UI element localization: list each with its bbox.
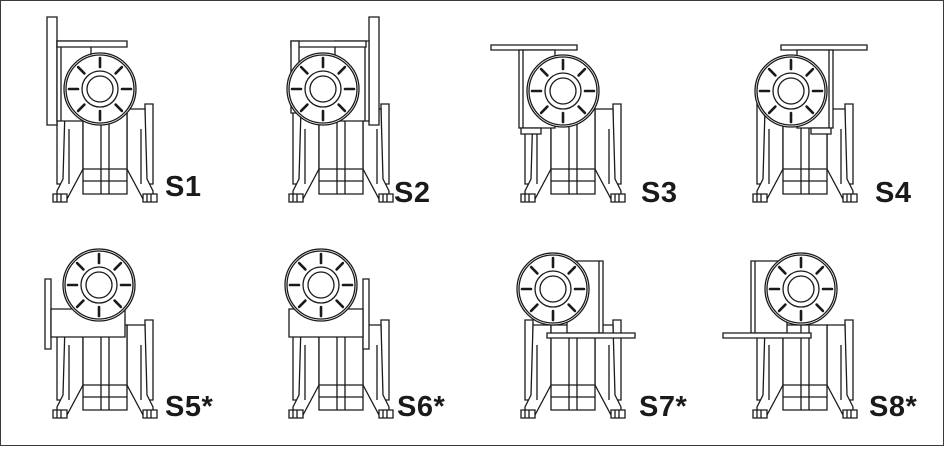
mounting-position-s4: S4 [715, 9, 944, 232]
gearbox-drawing-s2 [285, 16, 394, 203]
mounting-position-s5: S5* [15, 231, 251, 454]
mounting-position-s6: S6* [251, 231, 487, 454]
label-s2: S2 [394, 177, 431, 209]
gearbox-drawing-s5 [15, 247, 158, 419]
label-s8: S8* [869, 391, 918, 423]
label-s7: S7* [639, 391, 688, 423]
label-s1: S1 [165, 171, 202, 203]
mounting-position-s7: S7* [483, 231, 719, 454]
gearbox-drawing-s7 [515, 251, 719, 419]
mounting-position-s8: S8* [715, 231, 944, 454]
label-s3: S3 [641, 177, 678, 209]
mounting-position-s3: S3 [483, 9, 719, 232]
gearbox-drawing-s1 [46, 16, 158, 203]
mounting-position-s1: S1 [15, 9, 251, 232]
gearbox-drawing-s8 [715, 251, 858, 419]
gearbox-drawing-s3 [490, 44, 626, 203]
label-s6: S6* [397, 391, 446, 423]
gearbox-drawing-s6 [283, 247, 394, 419]
mounting-position-s2: S2 [251, 9, 487, 232]
label-s5: S5* [165, 391, 214, 423]
label-s4: S4 [875, 177, 912, 209]
